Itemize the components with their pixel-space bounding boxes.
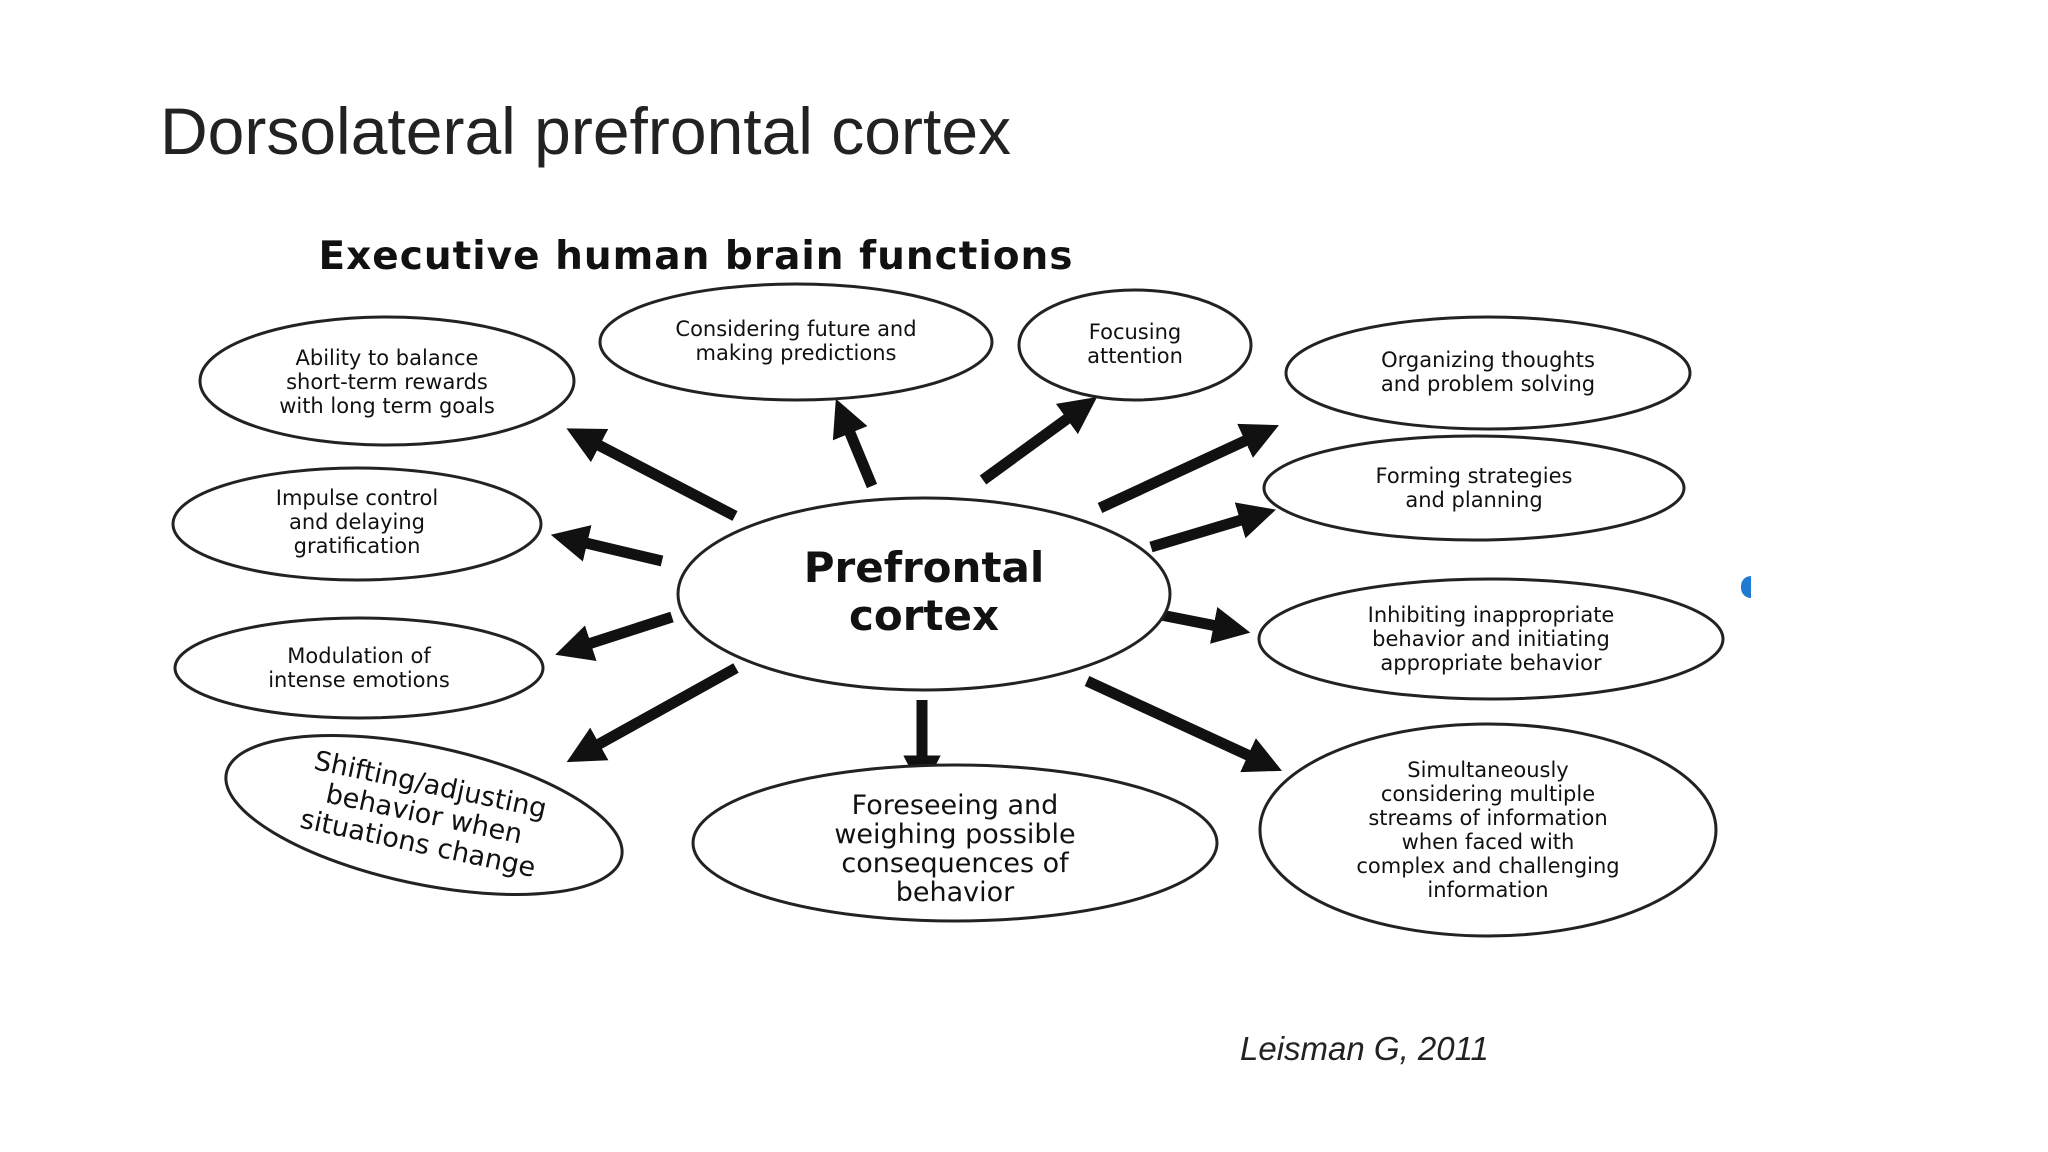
arrow-to-inhibiting xyxy=(1159,607,1251,644)
node-strategies-line-2: and planning xyxy=(1405,488,1542,512)
arrow-to-organizing xyxy=(1097,423,1279,513)
center-node-prefrontal-cortex: Prefrontal cortex xyxy=(676,496,1172,692)
brain-functions-diagram: Executive human brain functions Prefront… xyxy=(171,234,1725,938)
node-inhibiting: Inhibiting inappropriate behavior and in… xyxy=(1257,577,1725,701)
node-modulation-line-1: Modulation of xyxy=(287,644,431,668)
node-foreseeing-line-2: weighing possible xyxy=(834,819,1075,850)
arrow-to-future xyxy=(832,398,878,489)
node-future-line-1: Considering future and xyxy=(675,317,916,341)
center-label-line-1: Prefrontal xyxy=(804,543,1045,592)
center-label-line-2: cortex xyxy=(849,591,999,640)
node-simultaneously-line-3: streams of information xyxy=(1368,806,1607,830)
arrow-to-balance xyxy=(566,428,738,521)
node-foreseeing-line-4: behavior xyxy=(896,877,1015,908)
node-inhibiting-line-2: behavior and initiating xyxy=(1372,627,1610,651)
node-simultaneously: Simultaneously considering multiple stre… xyxy=(1258,722,1718,938)
node-foreseeing-line-1: Foreseeing and xyxy=(852,790,1059,821)
brain-functions-figure: Executive human brain functions Prefront… xyxy=(160,226,1750,956)
node-impulse: Impulse control and delaying gratificati… xyxy=(171,466,543,582)
node-balance: Ability to balance short-term rewards wi… xyxy=(198,315,576,447)
node-foreseeing-line-3: consequences of xyxy=(841,848,1070,879)
diagram-title: Executive human brain functions xyxy=(319,234,1074,279)
node-impulse-line-2: and delaying xyxy=(289,510,425,534)
node-organizing-line-1: Organizing thoughts xyxy=(1381,348,1595,372)
node-simultaneously-line-2: considering multiple xyxy=(1381,782,1595,806)
node-inhibiting-line-3: appropriate behavior xyxy=(1380,651,1602,675)
node-future-line-2: making predictions xyxy=(696,341,897,365)
node-focus-line-2: attention xyxy=(1087,344,1183,368)
node-modulation: Modulation of intense emotions xyxy=(173,616,545,720)
arrow-to-impulse xyxy=(550,525,664,567)
citation: Leisman G, 2011 xyxy=(1240,1030,1489,1067)
node-foreseeing: Foreseeing and weighing possible consequ… xyxy=(691,763,1219,923)
node-future: Considering future and making prediction… xyxy=(598,282,994,402)
arrow-to-simultaneously xyxy=(1084,676,1282,773)
node-balance-line-2: short-term rewards xyxy=(286,370,488,394)
node-simultaneously-line-4: when faced with xyxy=(1402,830,1575,854)
node-modulation-line-2: intense emotions xyxy=(268,668,450,692)
node-impulse-line-3: gratification xyxy=(294,534,421,558)
node-strategies: Forming strategies and planning xyxy=(1262,434,1686,542)
arrow-to-focus xyxy=(979,397,1098,485)
arrow-to-shifting xyxy=(566,663,739,763)
node-inhibiting-line-1: Inhibiting inappropriate xyxy=(1368,603,1615,627)
node-focus: Focusing attention xyxy=(1017,288,1253,402)
arrow-to-strategies xyxy=(1149,502,1276,553)
node-strategies-line-1: Forming strategies xyxy=(1376,464,1573,488)
slide-title: Dorsolateral prefrontal cortex xyxy=(160,94,1012,168)
node-focus-line-1: Focusing xyxy=(1089,320,1181,344)
node-simultaneously-line-6: information xyxy=(1427,878,1548,902)
node-balance-line-3: with long term goals xyxy=(279,394,495,418)
arrow-to-modulation xyxy=(555,611,674,662)
node-shifting: Shifting/adjusting behavior when situati… xyxy=(224,734,624,896)
arrows xyxy=(550,397,1282,793)
node-simultaneously-line-5: complex and challenging xyxy=(1356,854,1619,878)
node-simultaneously-line-1: Simultaneously xyxy=(1407,758,1568,782)
node-organizing-line-2: and problem solving xyxy=(1381,372,1595,396)
blue-edge-mark xyxy=(1741,576,1751,598)
node-impulse-line-1: Impulse control xyxy=(276,486,438,510)
node-organizing: Organizing thoughts and problem solving xyxy=(1284,315,1692,431)
node-balance-line-1: Ability to balance xyxy=(296,346,479,370)
